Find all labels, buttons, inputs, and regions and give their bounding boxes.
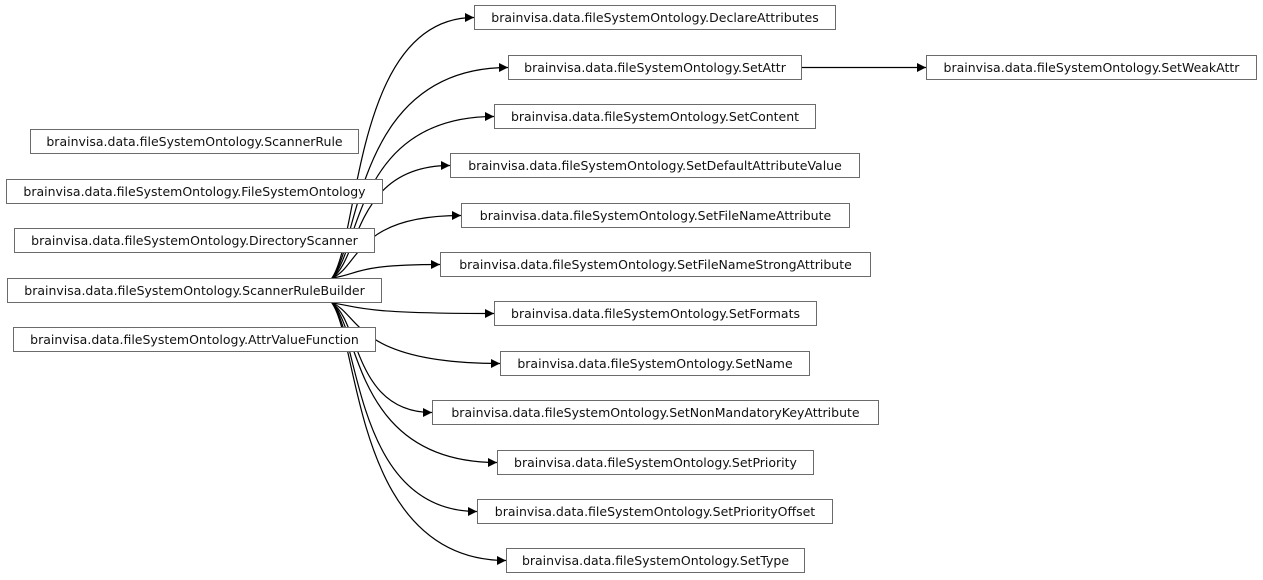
edge-builder-to-set_nonmandatory (331, 302, 433, 417)
node-set-weak-attr[interactable]: brainvisa.data.fileSystemOntology.SetWea… (926, 55, 1257, 80)
node-set-attr[interactable]: brainvisa.data.fileSystemOntology.SetAtt… (508, 55, 802, 80)
node-scanner-rule-builder[interactable]: brainvisa.data.fileSystemOntology.Scanne… (7, 278, 382, 303)
node-declare-attributes[interactable]: brainvisa.data.fileSystemOntology.Declar… (474, 5, 836, 30)
edge-builder-to-set_attr (331, 63, 509, 279)
node-directory-scanner[interactable]: brainvisa.data.fileSystemOntology.Direct… (14, 228, 375, 253)
node-file-system-ontology[interactable]: brainvisa.data.fileSystemOntology.FileSy… (6, 179, 383, 204)
edge-builder-to-set_default_attr (331, 161, 451, 279)
edge-builder-to-set_formats (331, 302, 495, 318)
edge-builder-to-set_priority (331, 302, 498, 467)
node-set-file-name-attribute[interactable]: brainvisa.data.fileSystemOntology.SetFil… (461, 203, 850, 228)
node-set-non-mandatory-key-attribute[interactable]: brainvisa.data.fileSystemOntology.SetNon… (432, 400, 879, 425)
edge-builder-to-set_filename_strong (331, 260, 441, 279)
node-set-file-name-strong-attribute[interactable]: brainvisa.data.fileSystemOntology.SetFil… (440, 252, 871, 277)
node-set-formats[interactable]: brainvisa.data.fileSystemOntology.SetFor… (494, 301, 817, 326)
node-set-name[interactable]: brainvisa.data.fileSystemOntology.SetNam… (500, 351, 810, 376)
node-attr-value-function[interactable]: brainvisa.data.fileSystemOntology.AttrVa… (13, 327, 376, 352)
node-set-default-attribute-value[interactable]: brainvisa.data.fileSystemOntology.SetDef… (450, 153, 860, 178)
edge-builder-to-set_priority_offset (331, 302, 478, 516)
node-set-priority-offset[interactable]: brainvisa.data.fileSystemOntology.SetPri… (477, 499, 833, 524)
node-set-priority[interactable]: brainvisa.data.fileSystemOntology.SetPri… (497, 450, 814, 475)
node-set-content[interactable]: brainvisa.data.fileSystemOntology.SetCon… (494, 104, 816, 129)
node-set-type[interactable]: brainvisa.data.fileSystemOntology.SetTyp… (506, 548, 805, 573)
node-scanner-rule[interactable]: brainvisa.data.fileSystemOntology.Scanne… (30, 129, 359, 154)
